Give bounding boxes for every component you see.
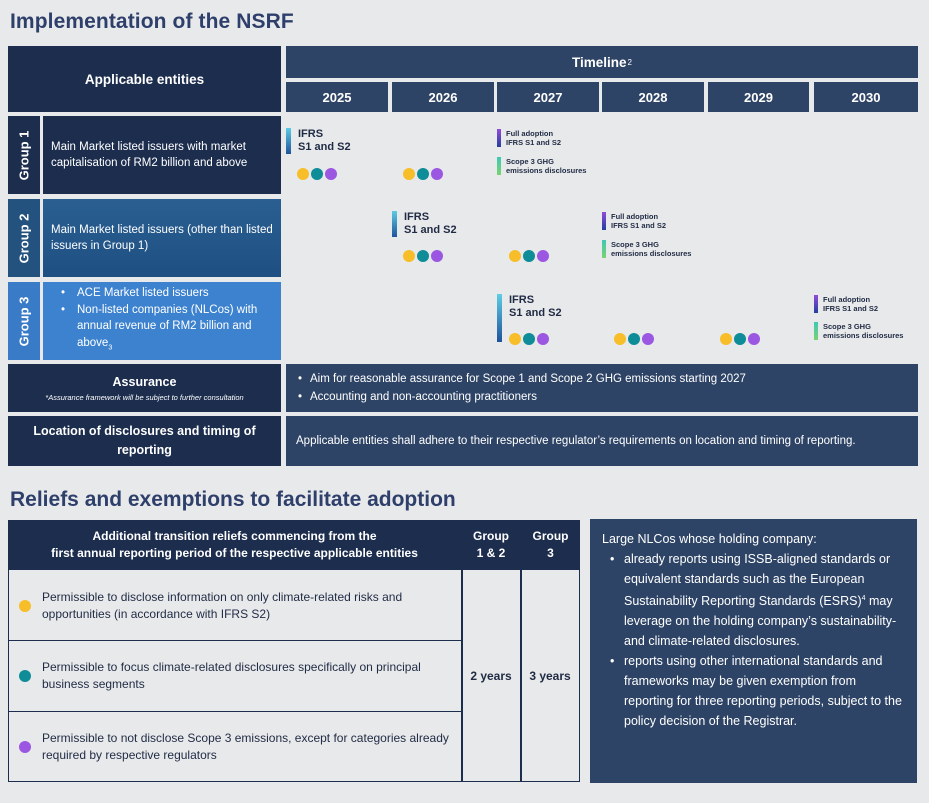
yellow-dot-icon [720, 333, 732, 345]
group-3-item-ace: ACE Market listed issuers [61, 285, 273, 302]
purple-dot-icon [431, 250, 443, 262]
teal-dot-icon [311, 168, 323, 180]
relief-text: Permissible to focus climate-related dis… [42, 660, 421, 691]
g1-2025-relief-dots [297, 168, 337, 180]
group-3-tab: Group 3 [8, 282, 40, 360]
column-divider [461, 520, 463, 782]
year-2028: 2028 [602, 82, 704, 112]
nlco-exemption-box: Large NLCos whose holding company: alrea… [590, 519, 917, 783]
relief-row: Permissible to focus climate-related dis… [9, 641, 461, 712]
assurance-point: Aim for reasonable assurance for Scope 1… [294, 370, 910, 388]
teal-dot-icon [417, 250, 429, 262]
teal-dot-icon [734, 333, 746, 345]
location-title: Location of disclosures and timing of re… [8, 416, 281, 466]
g1-2026-relief-dots [403, 168, 443, 180]
teal-dot-icon [19, 670, 31, 682]
purple-dot-icon [748, 333, 760, 345]
yellow-dot-icon [614, 333, 626, 345]
yellow-dot-icon [403, 250, 415, 262]
group-1-2-relief-period: 2 years [470, 669, 512, 683]
relief-text: Permissible to disclose information on o… [42, 589, 403, 621]
esrs-footnote: 4 [861, 595, 866, 602]
year-2027: 2027 [497, 82, 599, 112]
group-1-tab: Group 1 [8, 116, 40, 194]
relief-row: Permissible to not disclose Scope 3 emis… [9, 712, 461, 781]
year-2026: 2026 [392, 82, 494, 112]
assurance-details: Aim for reasonable assurance for Scope 1… [286, 364, 918, 412]
assurance-note: *Assurance framework will be subject to … [45, 392, 244, 402]
group-3-relief-period: 3 years [529, 669, 571, 683]
yellow-dot-icon [509, 333, 521, 345]
teal-dot-icon [628, 333, 640, 345]
group-3-footnote: 3 [108, 344, 113, 352]
yellow-dot-icon [19, 599, 31, 612]
year-2025: 2025 [286, 82, 388, 112]
nlco-point: already reports using ISSB-aligned stand… [602, 549, 905, 651]
purple-dot-icon [19, 740, 31, 753]
purple-dot-icon [431, 168, 443, 180]
teal-dot-icon [417, 168, 429, 180]
relief-row: Permissible to disclose information on o… [9, 571, 461, 641]
yellow-dot-icon [403, 168, 415, 180]
column-divider [520, 520, 522, 782]
timeline-label: Timeline [572, 54, 627, 70]
g3-2029-relief-dots [720, 333, 760, 345]
purple-dot-icon [642, 333, 654, 345]
purple-dot-icon [537, 333, 549, 345]
group-3-description: ACE Market listed issuers Non-listed com… [43, 282, 281, 360]
timeline-footnote: 2 [627, 57, 632, 67]
assurance-title: Assurance [112, 374, 177, 389]
g2-2027-relief-dots [509, 250, 549, 262]
group-1-description: Main Market listed issuers with market c… [43, 116, 281, 194]
year-2030: 2030 [814, 82, 918, 112]
location-text: Applicable entities shall adhere to thei… [286, 416, 918, 466]
teal-dot-icon [523, 250, 535, 262]
teal-dot-icon [523, 333, 535, 345]
assurance-point: Accounting and non-accounting practition… [294, 388, 910, 406]
g3-2028-relief-dots [614, 333, 654, 345]
purple-dot-icon [325, 168, 337, 180]
assurance-cell: Assurance *Assurance framework will be s… [8, 364, 281, 412]
group-3-item-nlco: Non-listed companies (NLCos) with annual… [61, 302, 273, 357]
section-title: Reliefs and exemptions to facilitate ado… [10, 488, 456, 511]
g3-2027-relief-dots [509, 333, 549, 345]
yellow-dot-icon [509, 250, 521, 262]
nlco-point: reports using other international standa… [602, 651, 905, 731]
reliefs-header: Additional transition reliefs commencing… [8, 520, 461, 570]
page-title: Implementation of the NSRF [10, 10, 294, 33]
nlco-intro: Large NLCos whose holding company: [602, 532, 817, 546]
yellow-dot-icon [297, 168, 309, 180]
g2-2026-relief-dots [403, 250, 443, 262]
relief-text: Permissible to not disclose Scope 3 emis… [42, 730, 449, 762]
year-2029: 2029 [708, 82, 809, 112]
group-2-description: Main Market listed issuers (other than l… [43, 199, 281, 277]
group-2-tab: Group 2 [8, 199, 40, 277]
applicable-entities-header: Applicable entities [8, 46, 281, 112]
purple-dot-icon [537, 250, 549, 262]
